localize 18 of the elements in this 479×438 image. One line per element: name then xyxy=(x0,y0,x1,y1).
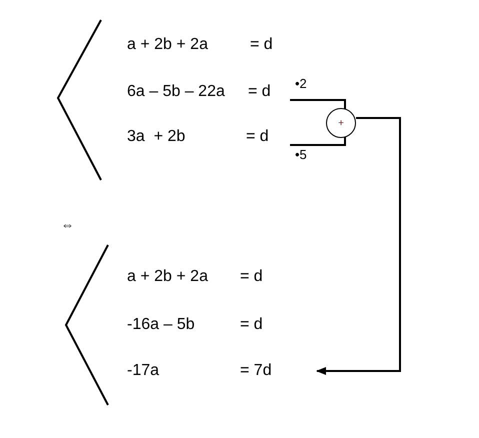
equation-term: 3a + 2b xyxy=(127,127,186,147)
connector-line xyxy=(290,99,346,109)
equation-term: = d xyxy=(250,35,273,55)
equation-term: = d xyxy=(248,82,271,102)
equivalence-symbol: ⇔ xyxy=(61,217,74,233)
equation-term: = d xyxy=(240,267,263,287)
equation-term: -17a xyxy=(127,361,160,381)
arrow xyxy=(316,117,401,375)
equation-term: -16a – 5b xyxy=(127,315,195,335)
equation-term: 6a – 5b – 22a xyxy=(127,82,225,102)
multiplier-label: •2 xyxy=(295,76,307,92)
equation-term: = d xyxy=(240,315,263,335)
equation-term: = d xyxy=(246,127,269,147)
multiplier-label: •5 xyxy=(295,147,307,163)
equation-term: a + 2b + 2a xyxy=(127,35,208,55)
equation-term: a + 2b + 2a xyxy=(127,267,208,287)
equation-term: = 7d xyxy=(240,361,272,381)
connector-line xyxy=(290,137,346,146)
